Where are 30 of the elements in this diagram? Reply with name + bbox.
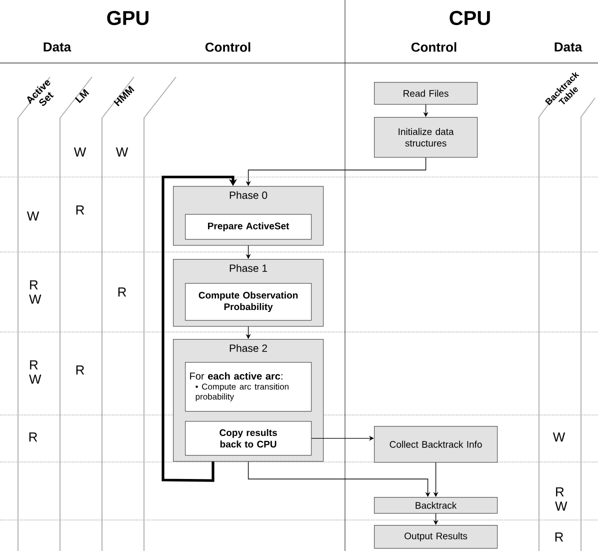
- lane-heading: CPU: [450, 10, 490, 26]
- access-mark: W: [26, 212, 40, 220]
- column-heading: Data: [554, 42, 582, 52]
- step-box: Backtrack: [374, 497, 498, 514]
- access-mark: R: [118, 288, 126, 296]
- access-mark: W: [74, 148, 86, 156]
- task-box: Copy results back to CPU: [185, 421, 312, 456]
- access-mark: W: [552, 432, 566, 442]
- arrow: [162, 176, 238, 482]
- task-box: For each active arc: • Compute arc transition probability: [185, 362, 312, 412]
- task-box: Prepare ActiveSet: [185, 214, 312, 240]
- column-heading: Data: [44, 42, 72, 52]
- step-box: Collect Backtrack Info: [374, 426, 498, 463]
- column-heading: Control: [205, 42, 250, 52]
- access-mark: R: [76, 206, 84, 214]
- lane-heading: GPU: [107, 10, 148, 26]
- access-mark: W: [116, 148, 128, 156]
- access-mark: R W: [29, 360, 42, 384]
- step-box: Read Files: [374, 82, 478, 105]
- access-mark: R W: [29, 280, 42, 304]
- access-mark: R: [29, 432, 38, 442]
- arrow: [248, 461, 430, 497]
- access-mark: R: [76, 366, 84, 374]
- step-box: Output Results: [374, 525, 498, 549]
- data-heading: LM: [74, 88, 90, 104]
- access-mark: R: [555, 532, 564, 542]
- task-box: Compute Observation Probability: [185, 283, 312, 321]
- step-box: Initialize data structures: [374, 117, 478, 158]
- column-heading: Control: [411, 42, 456, 52]
- access-mark: R W: [555, 487, 568, 511]
